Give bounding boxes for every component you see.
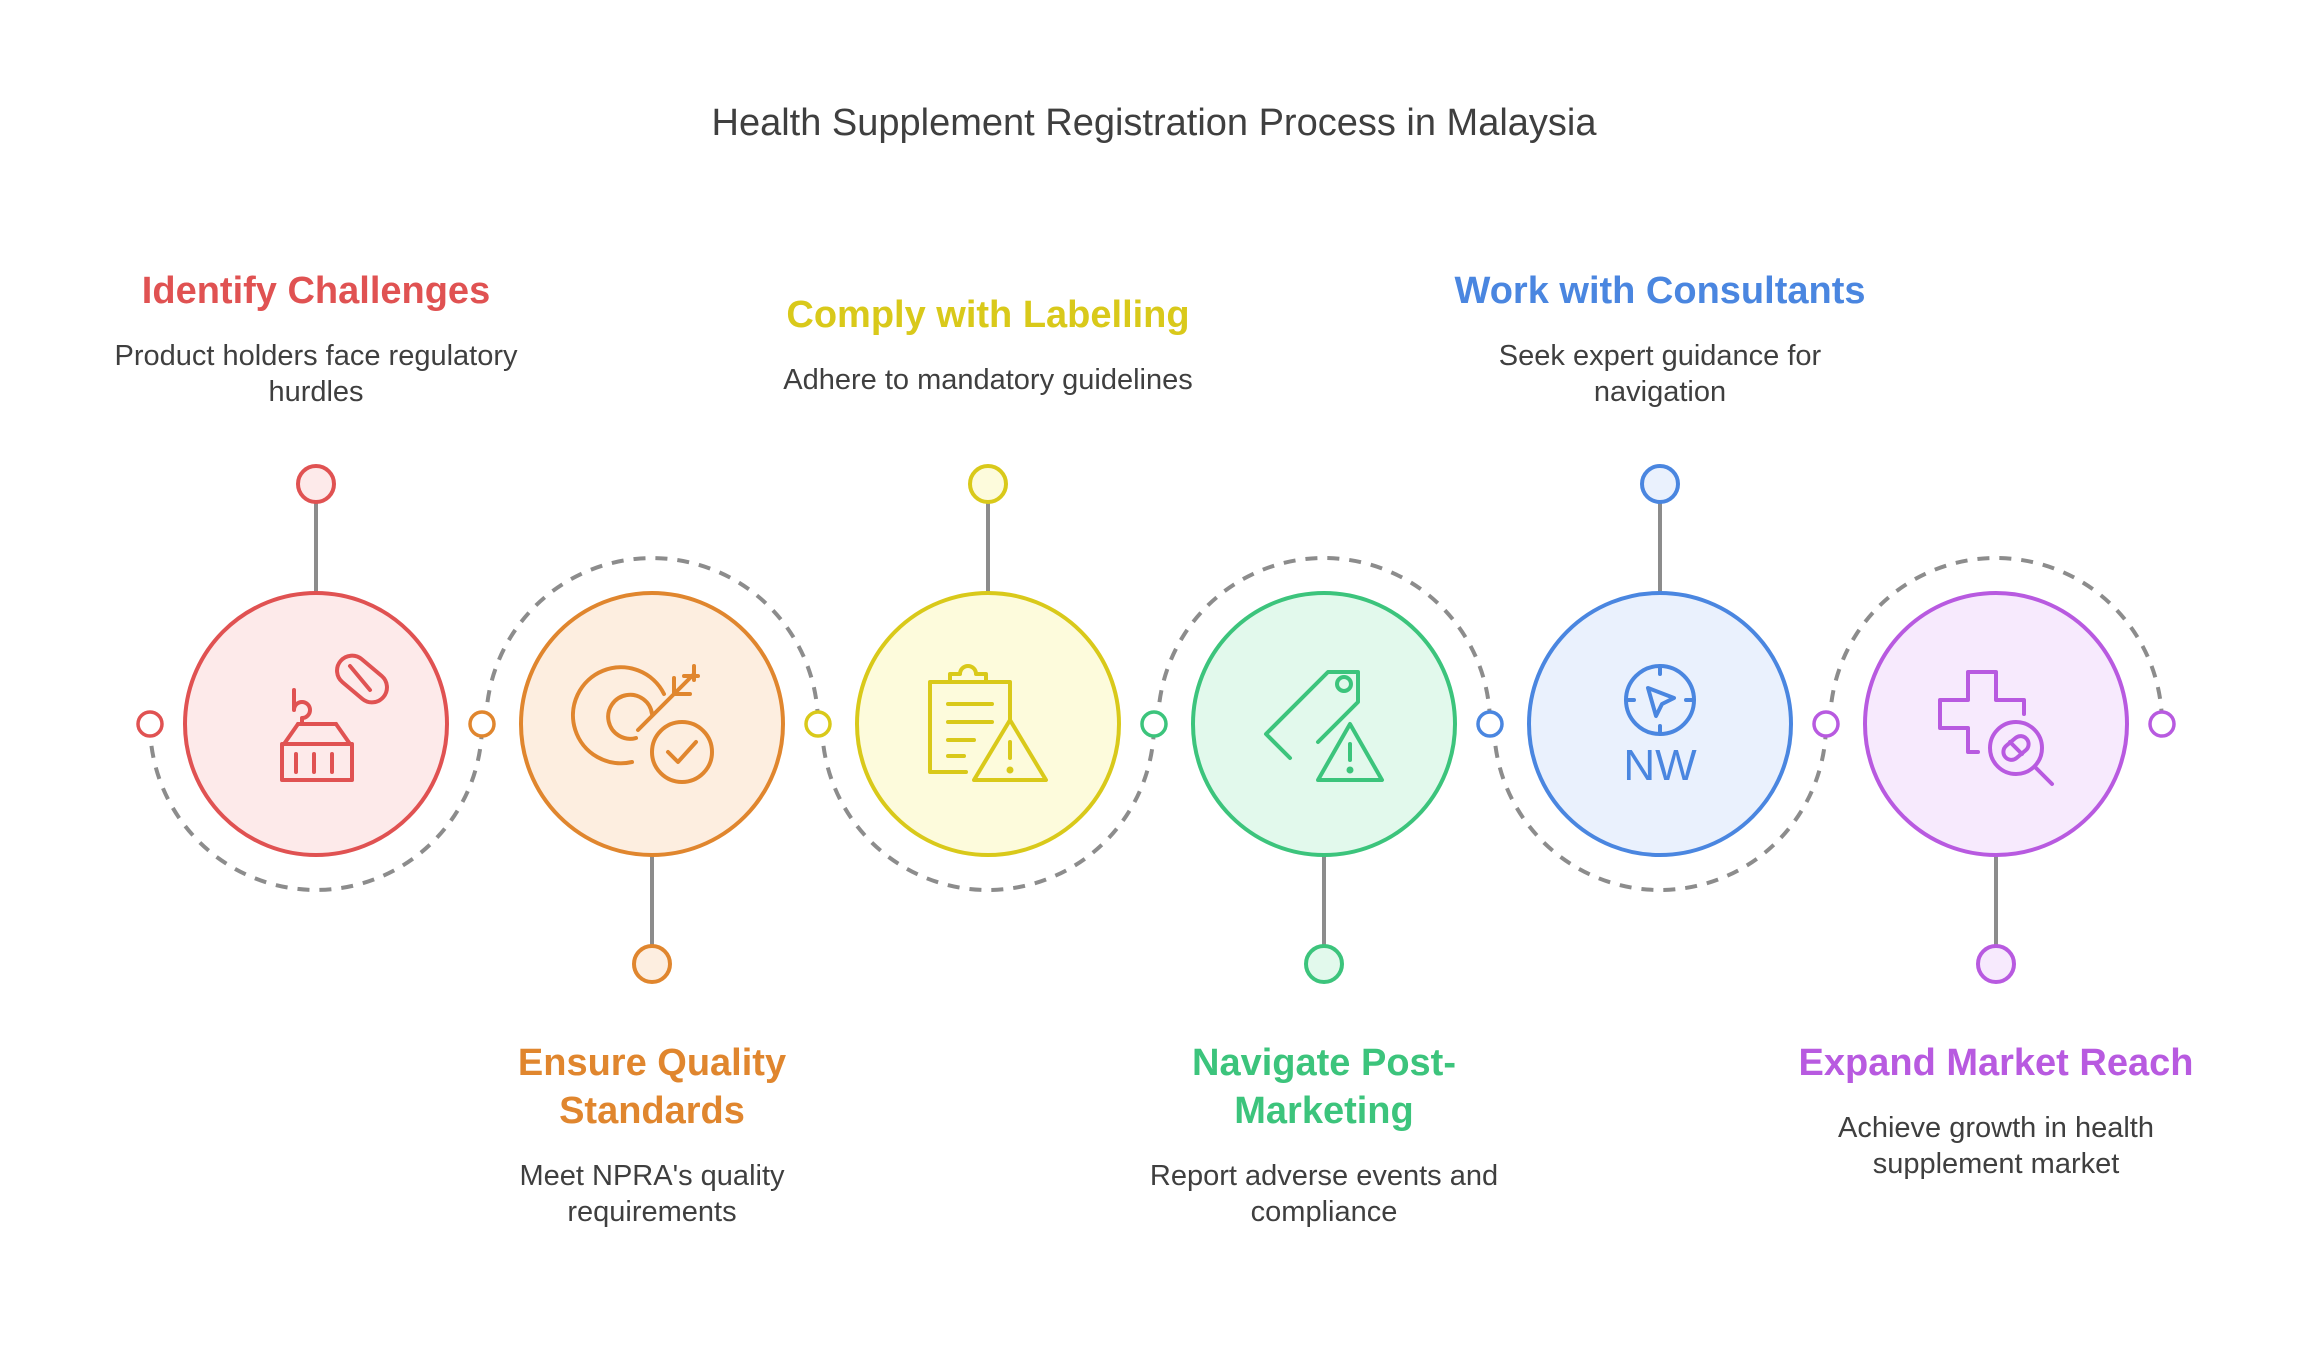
tag-warning-icon <box>1264 670 1384 782</box>
step-title: Expand Market Reach <box>1799 1042 2194 1084</box>
connector-dot <box>1476 710 1504 738</box>
step-title: Marketing <box>1234 1090 1413 1132</box>
dashed-connector-arc <box>1156 556 1492 725</box>
clipboard-warning-icon <box>928 664 1048 782</box>
step-description: navigation <box>1594 376 1726 408</box>
step-knob <box>1976 944 2016 984</box>
dashed-connector-arc <box>1492 723 1828 892</box>
connector-dot <box>1812 710 1840 738</box>
step-description: supplement market <box>1873 1148 2120 1180</box>
step-circle <box>1191 591 1457 857</box>
dashed-connector-arc <box>148 723 484 892</box>
step-title: Navigate Post- <box>1192 1042 1456 1084</box>
step-title: Comply with Labelling <box>786 294 1189 336</box>
step-title: Identify Challenges <box>142 270 490 312</box>
step-circle <box>1863 591 2129 857</box>
step-circle <box>519 591 785 857</box>
compass-direction-label: NW <box>1623 741 1697 790</box>
medicine-basket-icon <box>280 653 389 782</box>
step-description: Report adverse events and <box>1150 1160 1498 1192</box>
step-knob <box>1640 464 1680 504</box>
target-check-icon <box>571 664 714 784</box>
health-search-icon <box>1938 670 2054 786</box>
step-description: compliance <box>1251 1196 1398 1228</box>
step-description: requirements <box>567 1196 736 1228</box>
step-description: Meet NPRA's quality <box>519 1160 785 1192</box>
dashed-connector-arc <box>484 556 820 725</box>
connector-arcs <box>136 556 2176 892</box>
dashed-connector-arc <box>820 723 1156 892</box>
connector-dot <box>1140 710 1168 738</box>
step-knob <box>296 464 336 504</box>
step-description: hurdles <box>268 376 363 408</box>
step-title: Work with Consultants <box>1455 270 1866 312</box>
step-description: Seek expert guidance for <box>1499 340 1822 372</box>
step-knob <box>1304 944 1344 984</box>
step-description: Adhere to mandatory guidelines <box>783 364 1192 396</box>
step-description: Product holders face regulatory <box>115 340 518 372</box>
connector-dot <box>2148 710 2176 738</box>
step-knob <box>632 944 672 984</box>
step-title: Standards <box>559 1090 745 1132</box>
step-description: Achieve growth in health <box>1838 1112 2154 1144</box>
connector-dot <box>468 710 496 738</box>
step-knob <box>968 464 1008 504</box>
compass-icon: NW <box>1623 664 1697 790</box>
connector-dot <box>804 710 832 738</box>
dashed-connector-arc <box>1828 556 2164 725</box>
step-title: Ensure Quality <box>518 1042 786 1084</box>
diagram-title: Health Supplement Registration Process i… <box>712 102 1598 144</box>
connector-dot <box>136 710 164 738</box>
